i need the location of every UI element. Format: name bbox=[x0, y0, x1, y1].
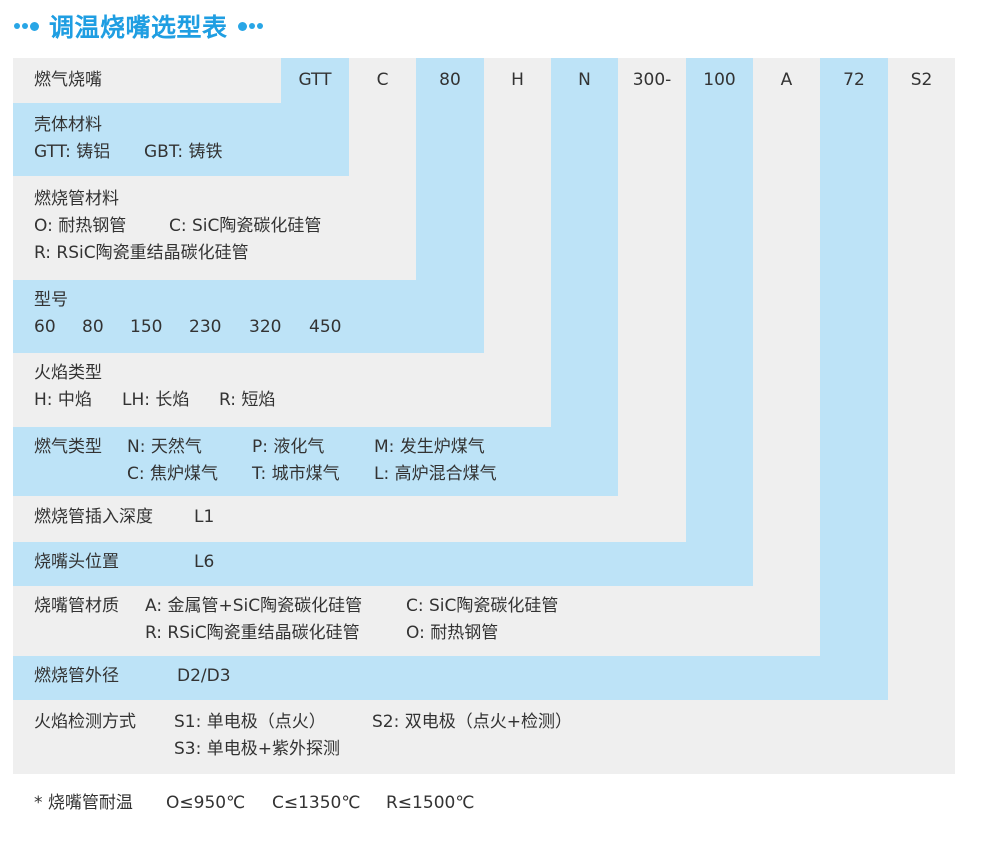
header-label: 燃气烧嘴 bbox=[34, 70, 102, 90]
row-band-head-position bbox=[13, 542, 753, 586]
option-item: O: 耐热钢管 bbox=[34, 216, 127, 236]
option-item: L: 高炉混合煤气 bbox=[374, 464, 497, 484]
option-item: 60 bbox=[34, 317, 56, 337]
option-item: 450 bbox=[309, 317, 342, 337]
row-title: 烧嘴管材质 bbox=[34, 596, 119, 616]
option-item: 80 bbox=[82, 317, 104, 337]
footnote-item: C≤1350℃ bbox=[272, 793, 361, 813]
row-title: 壳体材料 bbox=[34, 115, 102, 135]
selection-table-background bbox=[13, 58, 955, 774]
code-cell: N bbox=[578, 70, 591, 90]
code-cell: 300- bbox=[632, 70, 672, 90]
footnote-item: O≤950℃ bbox=[166, 793, 246, 813]
code-column-100 bbox=[686, 58, 753, 586]
code-column-n bbox=[551, 58, 618, 496]
row-title: 燃烧管外径 bbox=[34, 666, 119, 686]
option-item: C: SiC陶瓷碳化硅管 bbox=[169, 216, 322, 236]
option-item: H: 中焰 bbox=[34, 390, 92, 410]
row-title: 烧嘴头位置 bbox=[34, 552, 119, 572]
option-item: P: 液化气 bbox=[252, 437, 325, 457]
code-cell: GTT bbox=[298, 70, 332, 90]
option-item: C: 焦炉煤气 bbox=[127, 464, 219, 484]
option-item: M: 发生炉煤气 bbox=[374, 437, 485, 457]
option-item: S3: 单电极+紫外探测 bbox=[174, 739, 340, 759]
option-item: D2/D3 bbox=[177, 666, 231, 686]
option-item: R: 短焰 bbox=[219, 390, 276, 410]
row-title: 火焰类型 bbox=[34, 363, 102, 383]
row-title: 燃气类型 bbox=[34, 437, 102, 457]
page-header: 调温烧嘴选型表 bbox=[14, 6, 263, 46]
row-band-tube-diameter bbox=[13, 656, 888, 700]
option-item: R: RSiC陶瓷重结晶碳化硅管 bbox=[34, 243, 249, 263]
option-item: C: SiC陶瓷碳化硅管 bbox=[406, 596, 559, 616]
footnote-label: * 烧嘴管耐温 bbox=[34, 793, 133, 813]
row-band-gas-type bbox=[13, 427, 618, 496]
option-item: A: 金属管+SiC陶瓷碳化硅管 bbox=[145, 596, 363, 616]
option-item: L6 bbox=[194, 552, 215, 572]
option-item: GTT: 铸铝 bbox=[34, 142, 111, 162]
code-cell: 72 bbox=[843, 70, 865, 90]
footnote-item: R≤1500℃ bbox=[386, 793, 475, 813]
option-item: N: 天然气 bbox=[127, 437, 202, 457]
decorative-dots-left bbox=[14, 21, 41, 31]
option-item: T: 城市煤气 bbox=[252, 464, 340, 484]
option-item: 150 bbox=[130, 317, 163, 337]
option-item: L1 bbox=[194, 507, 215, 527]
decorative-dots-right bbox=[236, 21, 263, 31]
row-title: 燃烧管材料 bbox=[34, 189, 119, 209]
code-cell: 100 bbox=[703, 70, 736, 90]
code-column-72 bbox=[820, 58, 888, 700]
code-cell: H bbox=[511, 70, 524, 90]
option-item: LH: 长焰 bbox=[122, 390, 190, 410]
option-item: S2: 双电极（点火+检测） bbox=[372, 712, 572, 732]
code-cell: S2 bbox=[910, 70, 933, 90]
option-item: S1: 单电极（点火） bbox=[174, 712, 326, 732]
code-cell: A bbox=[780, 70, 793, 90]
row-band-model bbox=[13, 280, 484, 353]
row-title: 型号 bbox=[34, 290, 68, 310]
option-item: 230 bbox=[189, 317, 222, 337]
option-item: R: RSiC陶瓷重结晶碳化硅管 bbox=[145, 623, 360, 643]
code-cell: 80 bbox=[439, 70, 461, 90]
option-item: 320 bbox=[249, 317, 282, 337]
option-item: O: 耐热钢管 bbox=[406, 623, 499, 643]
code-cell: C bbox=[376, 70, 389, 90]
row-title: 燃烧管插入深度 bbox=[34, 507, 153, 527]
page-title: 调温烧嘴选型表 bbox=[49, 13, 228, 42]
option-item: GBT: 铸铁 bbox=[144, 142, 223, 162]
row-title: 火焰检测方式 bbox=[34, 712, 136, 732]
